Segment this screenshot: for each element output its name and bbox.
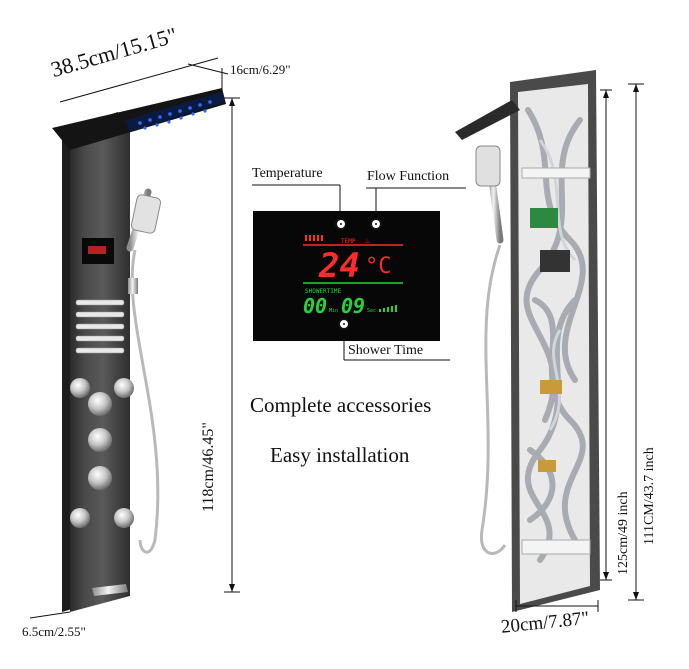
front-panel bbox=[52, 88, 226, 612]
flow-callout-dot bbox=[370, 218, 382, 230]
back-rain-head bbox=[455, 100, 520, 140]
lcd-temperature-unit: °C bbox=[365, 254, 392, 279]
internal-pipes bbox=[523, 107, 586, 563]
shower-time-callout: Shower Time bbox=[348, 343, 424, 358]
brass-valves bbox=[538, 380, 562, 472]
front-dimension-arrows bbox=[229, 98, 235, 592]
lcd-minutes-value: 00 bbox=[303, 294, 327, 318]
time-callout-dot bbox=[338, 318, 350, 330]
feature-complete-accessories: Complete accessories bbox=[250, 393, 432, 417]
total-height-dimension-label: 125cm/49 inch bbox=[616, 491, 631, 575]
body-height-dimension-label: 111CM/43.7 inch bbox=[642, 447, 657, 545]
control-knobs bbox=[70, 378, 134, 528]
temperature-callout: Temperature bbox=[252, 166, 323, 181]
height-dimension-label: 118cm/46.45" bbox=[200, 422, 217, 512]
led-nozzles bbox=[138, 100, 212, 130]
flow-icon: ♨ bbox=[365, 236, 370, 245]
lcd-min-tag: Min bbox=[329, 308, 338, 314]
thickness-dimension-label: 6.5cm/2.55" bbox=[22, 624, 86, 639]
lcd-seconds-value: 09 bbox=[341, 294, 365, 318]
feature-easy-installation: Easy installation bbox=[270, 443, 410, 467]
depth-dimension-label: 16cm/6.29" bbox=[230, 62, 291, 77]
control-board bbox=[530, 208, 558, 228]
lcd-temperature-value: 24 bbox=[318, 246, 360, 286]
flow-function-callout: Flow Function bbox=[367, 169, 450, 184]
inner-hoses bbox=[538, 139, 577, 431]
pump bbox=[540, 250, 570, 272]
tub-spout bbox=[92, 584, 128, 596]
back-panel bbox=[455, 70, 600, 612]
back-dimension-arrows bbox=[603, 84, 639, 600]
lcd-sec-tag: Sec bbox=[367, 308, 376, 314]
hand-shower bbox=[126, 188, 162, 554]
lcd-temp-tag: TEMP bbox=[341, 238, 356, 245]
temperature-callout-dot bbox=[335, 218, 347, 230]
back-dimension-lines bbox=[515, 83, 644, 612]
body-jets bbox=[75, 299, 125, 354]
lcd-shower-time-tag: SHOWERTIME bbox=[305, 288, 342, 295]
front-dimension-lines bbox=[29, 57, 240, 619]
